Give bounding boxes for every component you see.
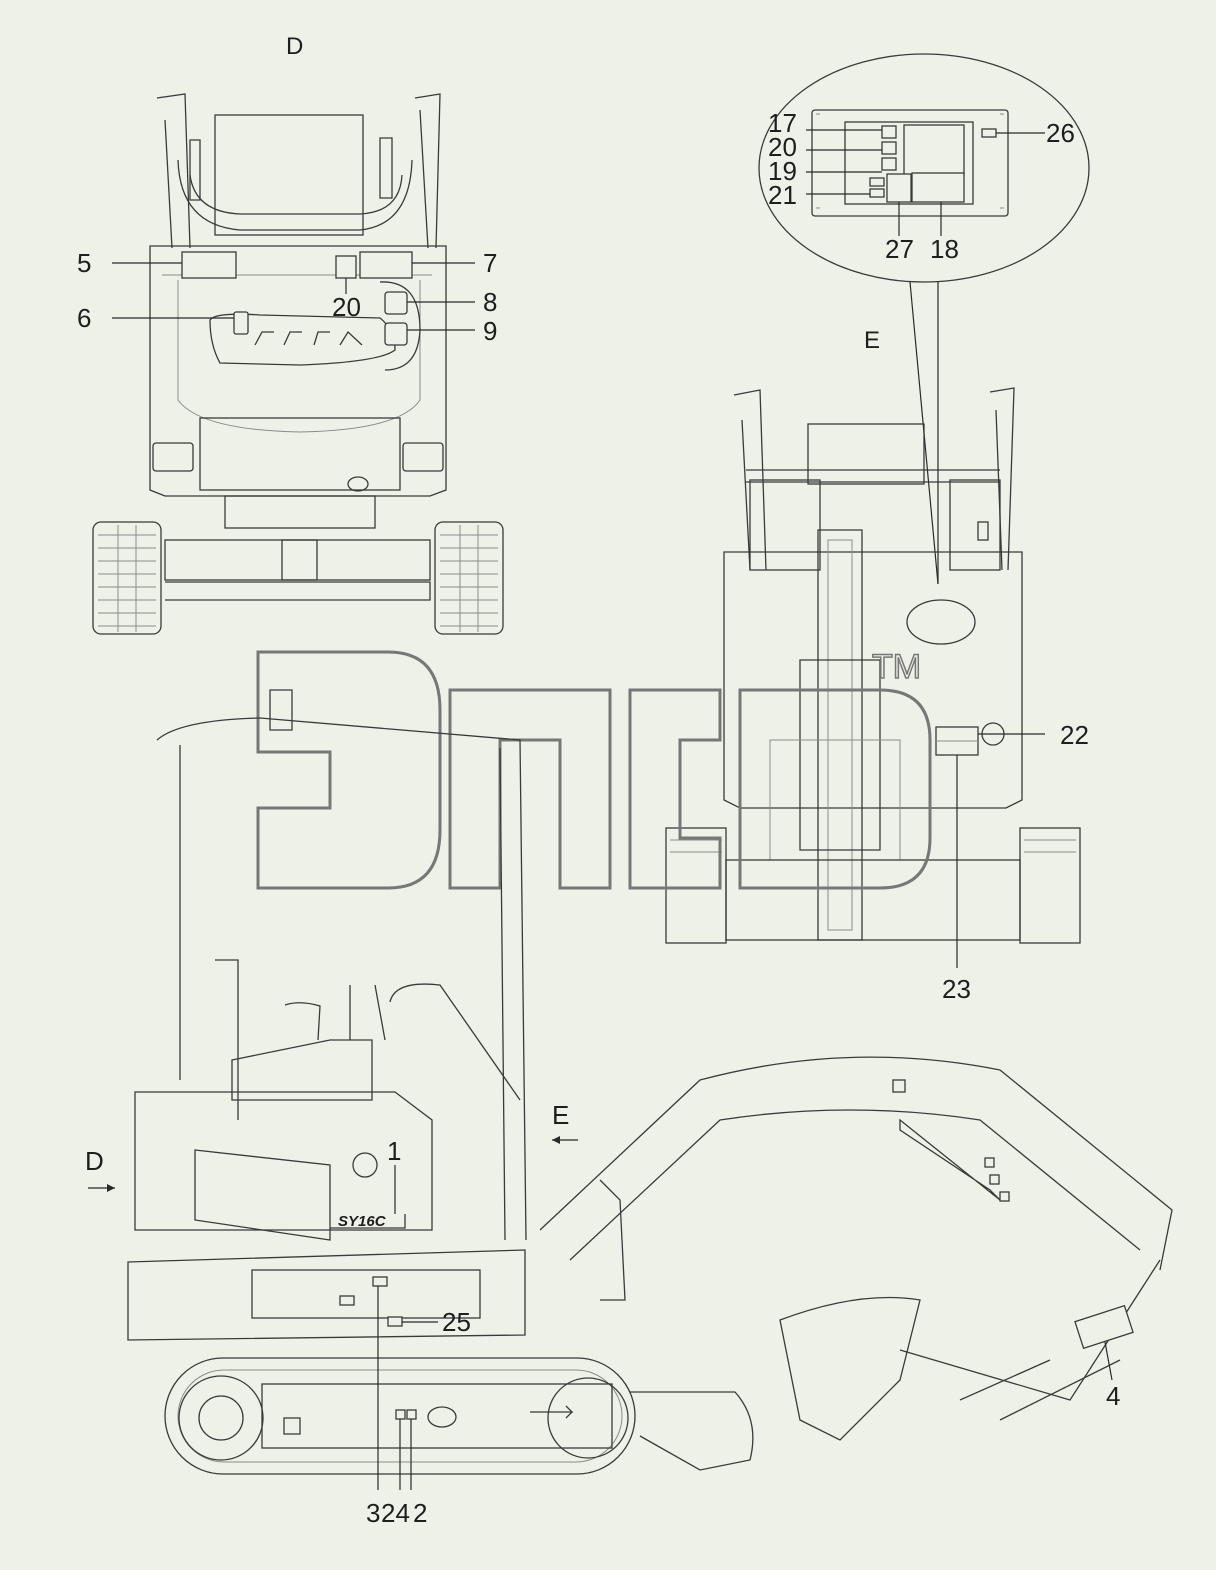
callout-3: 3	[366, 1498, 380, 1528]
decal-2	[406, 1409, 417, 1420]
detail-decal-18	[911, 172, 965, 203]
callout-27: 27	[885, 234, 914, 264]
callout-5: 5	[77, 248, 91, 278]
view-label-e: E	[864, 327, 880, 354]
detail-ellipse: 17 20 19 21 26 27 18	[758, 53, 1090, 585]
callout-1: 1	[387, 1136, 401, 1166]
decal-side-small	[339, 1295, 355, 1306]
decal-20-front	[335, 255, 357, 279]
arrow-d	[107, 1184, 115, 1192]
decal-9	[384, 322, 408, 346]
decal-7	[359, 251, 413, 279]
boom-decal-a	[984, 1157, 995, 1168]
side-arrow-label-d: D	[85, 1146, 104, 1176]
side-arrow-label-e: E	[552, 1100, 569, 1130]
arrow-e	[552, 1136, 560, 1144]
boom-decal-d	[892, 1079, 906, 1093]
boom-decal-c	[999, 1191, 1010, 1202]
detail-decal-17	[881, 125, 897, 139]
callout-9: 9	[483, 316, 497, 346]
decal-24	[395, 1409, 406, 1420]
callout-4: 4	[1106, 1381, 1120, 1411]
detail-decal-21b	[869, 188, 885, 198]
callout-23: 23	[942, 974, 971, 1004]
callout-20-front: 20	[332, 292, 361, 322]
callout-19: 19	[768, 156, 797, 186]
detail-decal-20	[881, 141, 897, 155]
callout-20-detail: 20	[768, 132, 797, 162]
view-label-d: D	[286, 33, 303, 60]
decal-25	[387, 1316, 403, 1327]
rear-view-e: E 22 23	[665, 327, 1089, 1004]
watermark-logo: TM	[256, 647, 932, 890]
decal-4	[1074, 1304, 1134, 1350]
decal-3	[372, 1276, 388, 1287]
decal-8	[384, 291, 408, 315]
callout-21: 21	[768, 180, 797, 210]
callout-26: 26	[1046, 118, 1075, 148]
side-view: SY16C	[85, 689, 1173, 1528]
decal-6	[233, 311, 249, 335]
callout-6: 6	[77, 303, 91, 333]
callout-24: 24	[381, 1498, 410, 1528]
detail-decal-19	[881, 157, 897, 171]
front-view-d: D	[77, 33, 504, 635]
callout-7: 7	[483, 248, 497, 278]
callout-22: 22	[1060, 720, 1089, 750]
detail-decal-18-top	[903, 124, 965, 176]
track-square	[283, 1417, 301, 1435]
rear-small-decal	[977, 521, 989, 541]
callout-8: 8	[483, 287, 497, 317]
detail-decal-21a	[869, 177, 885, 187]
callout-17: 17	[768, 108, 797, 138]
decal-5	[181, 251, 237, 279]
callout-25: 25	[442, 1307, 471, 1337]
detail-decal-26	[981, 128, 997, 138]
callout-2: 2	[413, 1498, 427, 1528]
boom-decal-b	[989, 1174, 1000, 1185]
detail-decal-27	[886, 173, 912, 203]
callout-18: 18	[930, 234, 959, 264]
watermark-tm: TM	[872, 648, 921, 686]
model-badge: SY16C	[338, 1213, 387, 1230]
rear-detail-spot	[906, 599, 976, 645]
